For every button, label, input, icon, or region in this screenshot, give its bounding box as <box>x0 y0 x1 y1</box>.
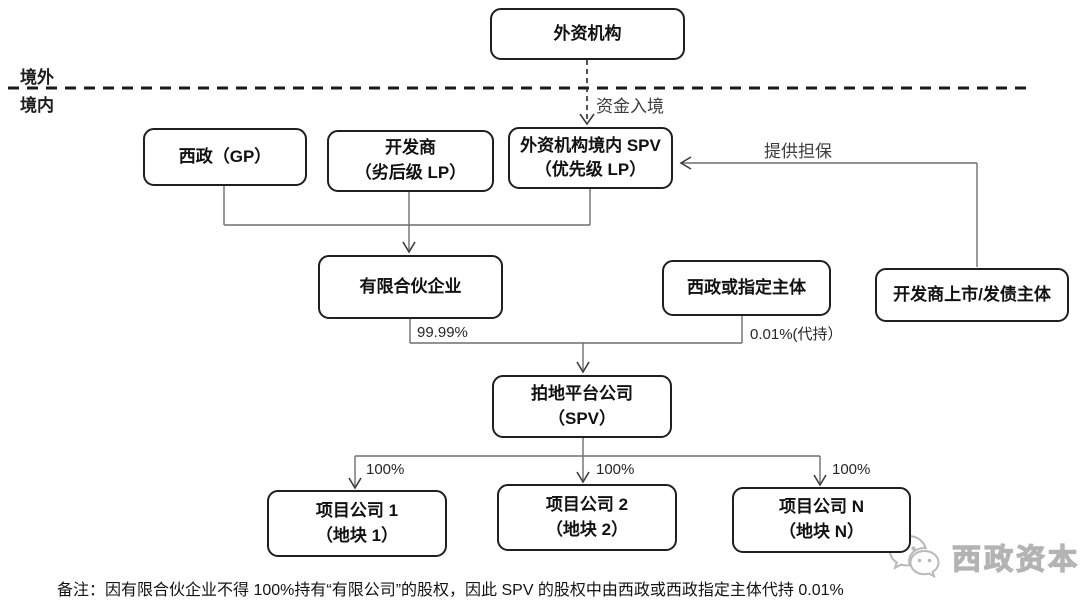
node-xizheng-designee: 西政或指定主体 <box>662 260 831 316</box>
lp-share-label: 99.99% <box>417 324 468 341</box>
watermark: 西政资本 <box>884 532 1080 582</box>
guarantee-arrowhead <box>679 156 692 170</box>
node-limited-partnership: 有限合伙企业 <box>318 255 503 319</box>
node-project-n: 项目公司 N （地块 N） <box>732 487 911 553</box>
project1-arrowhead <box>348 477 362 490</box>
node-developer-listed: 开发商上市/发债主体 <box>875 268 1069 322</box>
project2-arrowhead <box>576 471 590 484</box>
project1-share-label: 100% <box>366 461 405 478</box>
nominee-share-label: 0.01%(代持） <box>750 326 843 343</box>
watermark-brand-text: 西政资本 <box>951 543 1080 576</box>
node-foreign-institution: 外资机构 <box>490 8 685 60</box>
footnote: 备注：因有限合伙企业不得 100%持有“有限公司”的股权，因此 SPV 的股权中… <box>57 582 844 599</box>
capital-entry-arrowhead <box>579 113 595 126</box>
projectn-arrowhead <box>813 474 827 487</box>
node-project-1: 项目公司 1 （地块 1） <box>267 490 447 557</box>
onshore-label: 境内 <box>20 96 54 115</box>
platform-arrowhead <box>576 361 590 374</box>
node-land-platform: 拍地平台公司 （SPV） <box>492 375 672 438</box>
capital-entry-label: 资金入境 <box>596 97 664 116</box>
offshore-label: 境外 <box>20 68 54 87</box>
projectn-share-label: 100% <box>832 461 871 478</box>
node-developer-lp: 开发商 （劣后级 LP） <box>327 130 494 192</box>
node-project-2: 项目公司 2 （地块 2） <box>497 484 677 551</box>
project2-share-label: 100% <box>596 461 635 478</box>
node-foreign-spv: 外资机构境内 SPV （优先级 LP） <box>508 127 673 189</box>
guarantee-label: 提供担保 <box>764 142 832 161</box>
node-xizheng-gp: 西政（GP） <box>143 128 307 186</box>
partnership-arrowhead <box>402 241 416 254</box>
